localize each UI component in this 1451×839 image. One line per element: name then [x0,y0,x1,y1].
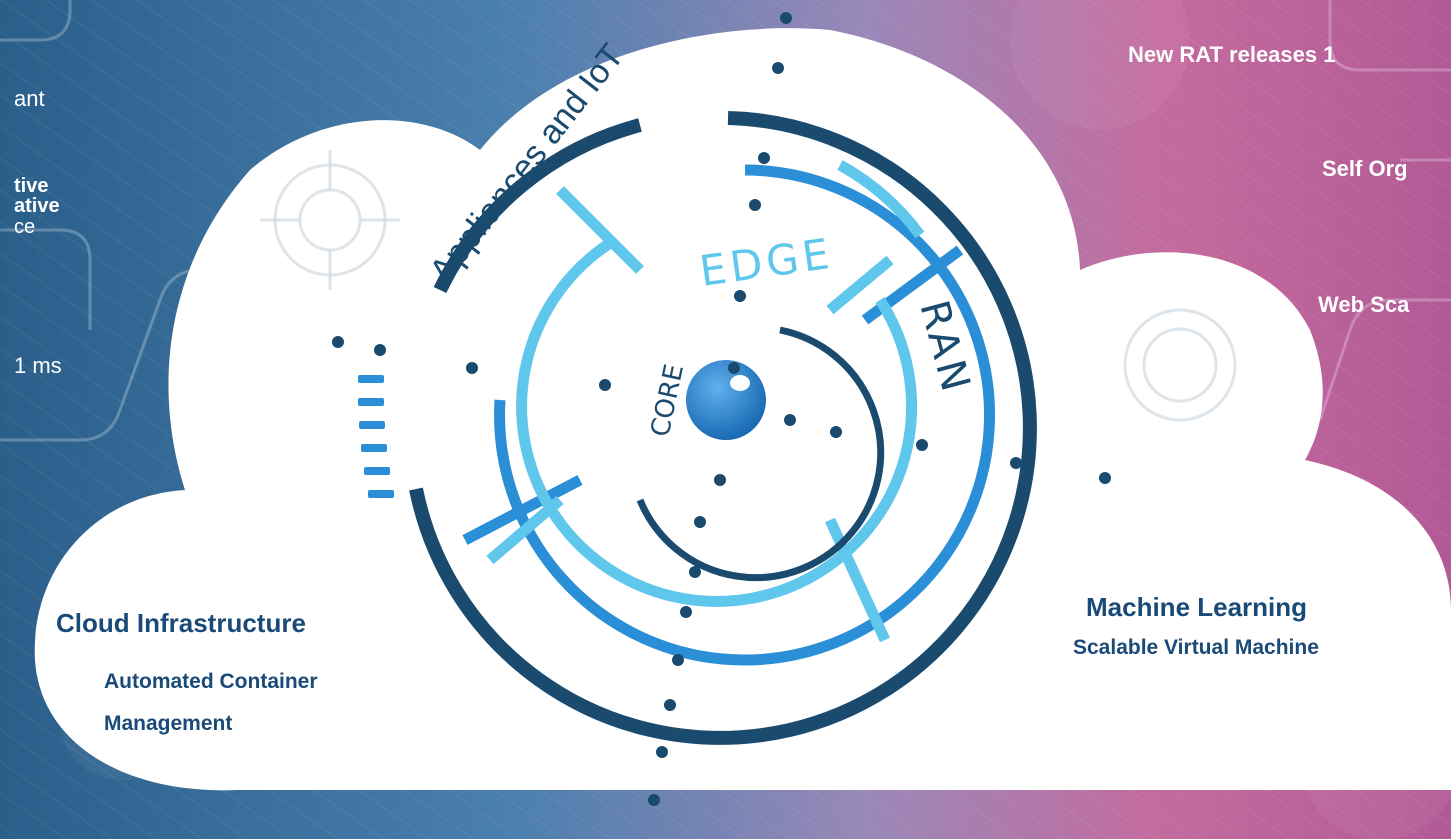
edge-ring [486,160,925,643]
right-text-3: Web Sca [1318,292,1410,317]
right-text-2: Self Org [1322,156,1408,181]
left-text-1: ant [14,86,45,111]
signal-bars-decoration [358,375,394,498]
machine-learning-title: Machine Learning [1086,592,1308,622]
left-text-5: 1 ms [14,353,62,378]
center-eye-highlight [730,375,750,391]
path-dots [332,12,1111,806]
left-text-2: tive [14,175,49,197]
cloud-infrastructure-subtitle-2: Management [104,712,233,735]
left-text-3: ative [14,195,60,217]
reticle-decoration-right [1123,308,1237,422]
cloud-infrastructure-subtitle-1: Automated Container [104,670,318,693]
cloud-infrastructure-title: Cloud Infrastructure [56,608,306,638]
iot-ring [409,111,1037,745]
left-text-4: ce [14,216,36,238]
machine-learning-subtitle: Scalable Virtual Machine [1073,636,1319,659]
reticle-decoration-left [260,150,400,290]
background-circuit-lines [0,0,1451,440]
right-text-1: New RAT releases 1 [1128,42,1336,67]
center-eye [686,360,766,440]
core-ring [636,326,885,582]
